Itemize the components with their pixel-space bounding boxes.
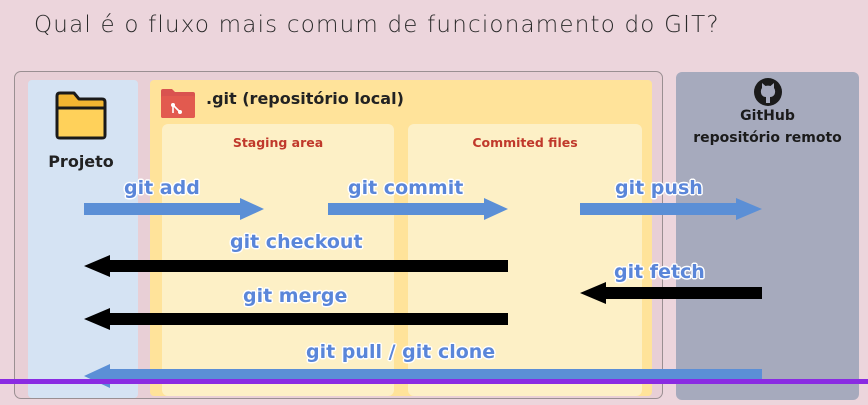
git-pull-clone-label: git pull / git clone	[306, 341, 496, 363]
projeto-label: Projeto	[48, 152, 114, 171]
remote-repo-panel	[676, 72, 859, 400]
arrow-git-commit	[328, 198, 508, 220]
git-commit-label: git commit	[348, 177, 464, 199]
git-add-label: git add	[124, 177, 200, 199]
git-merge-label: git merge	[243, 285, 348, 307]
git-fetch-label: git fetch	[614, 261, 705, 283]
page-title: Qual é o fluxo mais comum de funcionamen…	[34, 12, 720, 38]
arrow-git-merge	[84, 308, 508, 330]
video-progress-bar[interactable]	[0, 379, 868, 384]
github-icon	[754, 78, 782, 106]
arrow-git-fetch	[580, 282, 762, 304]
arrow-git-checkout	[84, 255, 508, 277]
git-push-label: git push	[615, 177, 703, 199]
remote-repo-label: repositório remoto	[693, 130, 842, 146]
folder-icon	[55, 91, 107, 140]
commited-files-label: Commited files	[472, 135, 578, 150]
staging-area-label: Staging area	[232, 135, 324, 150]
arrow-git-add	[84, 198, 264, 220]
github-name: GitHub	[740, 108, 795, 124]
arrow-git-pull-clone	[84, 364, 762, 388]
git-checkout-label: git checkout	[230, 231, 363, 253]
local-repo-title: .git (repositório local)	[206, 89, 404, 108]
git-folder-icon	[161, 89, 195, 118]
arrow-git-push	[580, 198, 762, 220]
